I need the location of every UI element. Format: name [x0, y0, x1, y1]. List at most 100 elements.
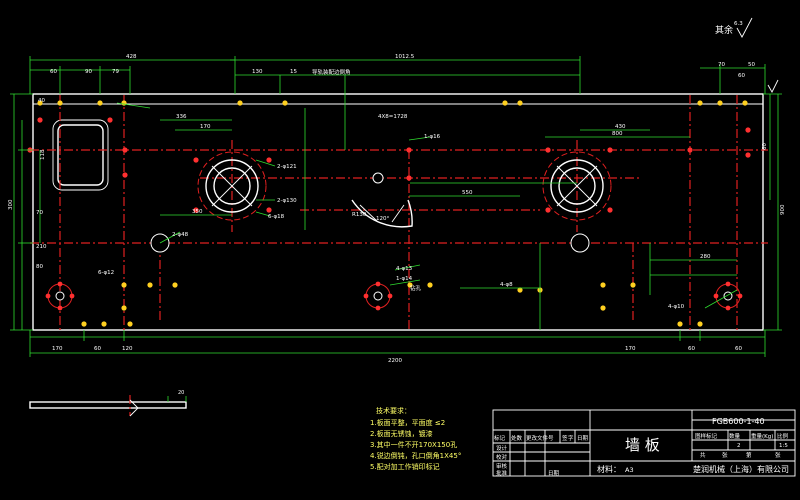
dim-inner-800: 800	[612, 131, 623, 137]
notes-heading: 技术要求：	[376, 406, 411, 415]
dim-left-80: 80	[36, 264, 43, 270]
title-block	[492, 409, 796, 477]
dim-inner-6phi12: 6-φ12	[98, 270, 114, 276]
dim-bottom-170b: 170	[625, 346, 636, 352]
note-item-5: 5.配对加工作销印标记	[370, 462, 440, 471]
dim-inner-2phi48: 2-φ48	[172, 232, 189, 238]
sheet-num-1: 第	[746, 451, 752, 459]
sheet-num-2: 张	[775, 451, 781, 459]
annotation-top-center: 导轨装配边倒角	[312, 68, 351, 76]
role-check: 校对	[496, 453, 508, 461]
roughness-label: 其余	[715, 24, 733, 36]
arc-slot	[351, 172, 413, 228]
dim-bottom-170: 170	[52, 346, 63, 352]
col-scale: 比例	[777, 432, 789, 440]
roughness-symbol: 其余 6.3	[715, 17, 753, 38]
dim-inner-4phi13: 4-φ13	[396, 266, 413, 272]
dim-left-70: 70	[36, 210, 43, 216]
date-label: 日期	[548, 470, 560, 477]
dim-top-50: 50	[748, 62, 755, 68]
dim-top-15: 15	[290, 69, 297, 75]
note-item-4: 4.锐边倒钝，孔口倒角1X45°	[370, 451, 461, 460]
dim-right-900: 900	[780, 204, 786, 215]
section-view: 20	[29, 390, 187, 417]
sheet-total-1: 共	[700, 451, 706, 459]
dim-top-130: 130	[252, 69, 263, 75]
rev-header-doc: 更改文件号	[526, 434, 554, 442]
col-weight: 重量(Kg)	[751, 432, 773, 440]
dim-inner-r130: R130	[352, 212, 367, 218]
dim-top-60: 60	[50, 69, 57, 75]
technical-notes: 技术要求： 1.板面平整，平面度 ≤2 2.板面无锈蚀，镀漆 3.其中一件不开1…	[370, 406, 461, 471]
hole-group-bottom-mid	[363, 281, 393, 311]
hole-group-bottom-left	[45, 281, 75, 311]
dim-bottom-60: 60	[94, 346, 101, 352]
rev-header-date: 日期	[577, 435, 589, 442]
dim-left-40: 40	[38, 98, 45, 104]
sheet-total-2: 张	[722, 451, 728, 459]
dim-inner-170: 170	[200, 124, 211, 130]
dim-top-90: 90	[85, 69, 92, 75]
material-label: 材料：	[597, 464, 621, 474]
rev-header-mark: 标记	[494, 434, 506, 442]
dim-left-210: 210	[36, 244, 47, 250]
dim-inner-1phi14: 1-φ14	[396, 276, 413, 282]
dim-right-280: 280	[700, 254, 711, 260]
rev-header-count: 处数	[511, 434, 523, 442]
rect-cutout	[57, 124, 104, 186]
dim-bottom-2200: 2200	[388, 358, 402, 364]
note-item-3: 3.其中一件不开170X150孔	[370, 440, 457, 449]
big-hole-right	[542, 151, 612, 221]
hole-right-medium	[570, 233, 590, 253]
note-item-1: 1.板面平整，平面度 ≤2	[370, 418, 445, 427]
dim-inner-430: 430	[615, 124, 626, 130]
dim-right-60: 60	[762, 143, 768, 150]
dimension-lines	[10, 56, 782, 357]
drawing-number: FGB600-1-40	[712, 417, 765, 426]
dim-bottom-60c: 60	[735, 346, 742, 352]
dim-inner-550: 550	[462, 190, 473, 196]
dim-inner-4phi8: 4-φ8	[500, 282, 513, 288]
roughness-symbol-small	[767, 79, 779, 93]
dim-top-79: 79	[112, 69, 119, 75]
dim-inner-phi130: 2-φ130	[277, 198, 297, 204]
rev-header-sign: 签	[562, 434, 568, 442]
dim-bottom-120: 120	[122, 346, 133, 352]
dim-left-300: 300	[8, 199, 14, 210]
dim-top-428: 428	[126, 54, 137, 60]
dim-top-70: 70	[718, 62, 725, 68]
dim-inner-350: 350	[192, 209, 203, 215]
role-design: 设计	[496, 444, 508, 452]
material-value: A3	[625, 466, 634, 474]
dim-inner-120deg: 120°	[376, 216, 389, 222]
small-holes	[27, 100, 751, 327]
role-approve: 批准	[496, 469, 508, 477]
roughness-value: 6.3	[734, 21, 743, 27]
dim-inner-1phi16: 1-φ16	[424, 134, 441, 140]
dim-inner-4phi10: 4-φ10	[668, 304, 685, 310]
dim-left-118: 118	[40, 149, 46, 160]
dim-inner-6phi18: 6-φ18	[268, 214, 285, 220]
dim-top-60b: 60	[738, 73, 745, 79]
annotation-drill: 钻孔	[410, 284, 422, 292]
big-hole-left	[197, 151, 267, 221]
rev-header-char: 字	[568, 434, 574, 442]
quantity-value: 2	[737, 443, 741, 449]
col-quantity: 数量	[729, 432, 741, 440]
section-dim: 20	[178, 390, 184, 396]
scale-value: 1:5	[779, 443, 788, 449]
note-item-2: 2.板面无锈蚀，镀漆	[370, 429, 433, 438]
dim-inner-phi121: 2-φ121	[277, 164, 297, 170]
company-name: 楚润机械（上海）有限公司	[693, 464, 789, 474]
col-drawing-mark: 图样标记	[695, 432, 718, 440]
dim-top-1012: 1012.5	[395, 54, 415, 60]
part-name: 墙 板	[625, 436, 660, 454]
annotation-pitch: 4X8=1728	[378, 114, 408, 120]
hole-group-bottom-right	[713, 281, 743, 311]
dim-bottom-60b: 60	[688, 346, 695, 352]
role-review: 审核	[496, 462, 508, 470]
top-left-step	[32, 94, 60, 105]
rect-cutout-outer	[52, 119, 109, 191]
